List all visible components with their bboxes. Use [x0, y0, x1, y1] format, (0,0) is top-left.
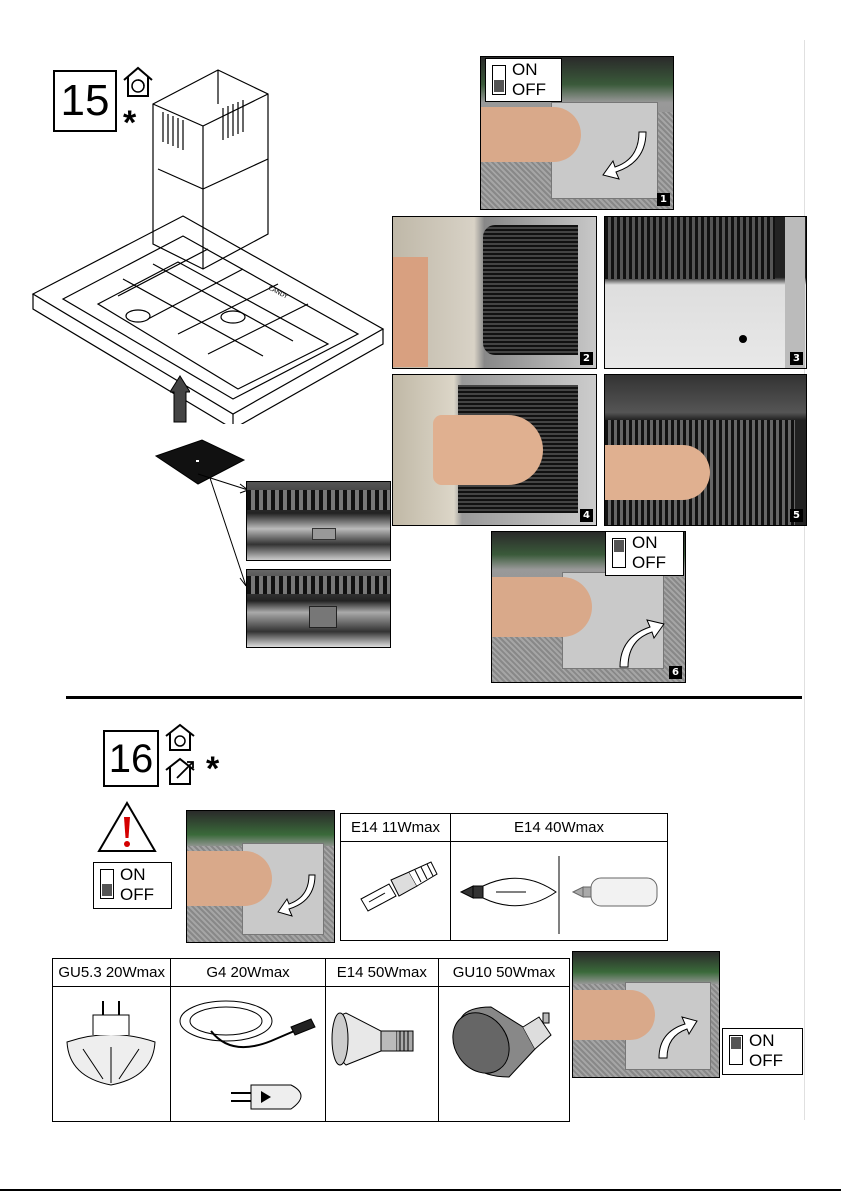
filter-clip-photo-bottom — [246, 569, 391, 648]
energy-saver-bulb-icon — [341, 844, 441, 934]
photo-step-4: 4 — [392, 374, 597, 526]
step-16-asterisk: * — [206, 752, 219, 786]
photo-step-5: 5 — [604, 374, 807, 526]
bulb-header-e14-11w: E14 11Wmax — [341, 814, 451, 842]
down-arrow-icon — [277, 871, 327, 921]
island-hood-drawing: CANDY — [28, 64, 393, 424]
photo-number-5: 5 — [790, 509, 803, 522]
power-switch-on: ON OFF — [605, 531, 684, 576]
bulb-cell-e14-11w — [341, 842, 451, 941]
photo-number-2: 2 — [580, 352, 593, 365]
bulb-cell-gu10 — [439, 987, 570, 1122]
lamp-panel-open-photo — [186, 810, 335, 943]
bulb-table-e14: E14 11Wmax E14 40Wmax — [340, 813, 668, 941]
house-vent-icon — [163, 756, 201, 786]
photo-number-3: 3 — [790, 352, 803, 365]
house-fan-icon — [163, 722, 197, 752]
power-switch-off: ON OFF — [485, 58, 562, 102]
bulb-header-gu10: GU10 50Wmax — [439, 959, 570, 987]
photo-number-6: 6 — [669, 666, 682, 679]
svg-text:CANDY: CANDY — [267, 285, 289, 301]
photo-number-1: 1 — [657, 193, 670, 206]
bulb-header-gu53: GU5.3 20Wmax — [53, 959, 171, 987]
up-arrow-icon — [170, 374, 190, 424]
up-curve-arrow-icon — [610, 612, 670, 672]
bulb-header-e14-50w: E14 50Wmax — [325, 959, 438, 987]
filter-clip-photo-top — [246, 481, 391, 561]
page-margin-line — [804, 40, 805, 1120]
mr16-bulb-icon — [53, 987, 169, 1117]
step-16-number: 16 — [103, 730, 159, 787]
section-divider — [66, 696, 802, 699]
bulb-cell-gu53 — [53, 987, 171, 1122]
bulb-cell-e14-50w — [325, 987, 438, 1122]
photo-step-3: 3 — [604, 216, 807, 369]
gu10-bulb-icon — [439, 987, 569, 1117]
lamp-panel-close-photo — [572, 951, 720, 1078]
down-arrow-icon — [601, 127, 661, 187]
e14-reflector-bulb-icon — [326, 987, 437, 1117]
bulb-cell-e14-40w — [451, 842, 668, 941]
g4-capsule-bulb-icon — [171, 987, 323, 1117]
warning-icon — [96, 800, 158, 854]
up-curve-arrow-icon — [651, 1012, 701, 1062]
bulb-header-e14-40w: E14 40Wmax — [451, 814, 668, 842]
candle-and-tube-bulb-icons — [451, 844, 667, 934]
power-switch-off: ON OFF — [93, 862, 172, 909]
bulb-table-halogen: GU5.3 20Wmax G4 20Wmax E14 50Wmax GU10 5… — [52, 958, 570, 1122]
bulb-header-g4: G4 20Wmax — [171, 959, 325, 987]
bulb-cell-g4 — [171, 987, 325, 1122]
photo-number-4: 4 — [580, 509, 593, 522]
photo-step-2: 2 — [392, 216, 597, 369]
power-switch-on: ON OFF — [722, 1028, 803, 1075]
